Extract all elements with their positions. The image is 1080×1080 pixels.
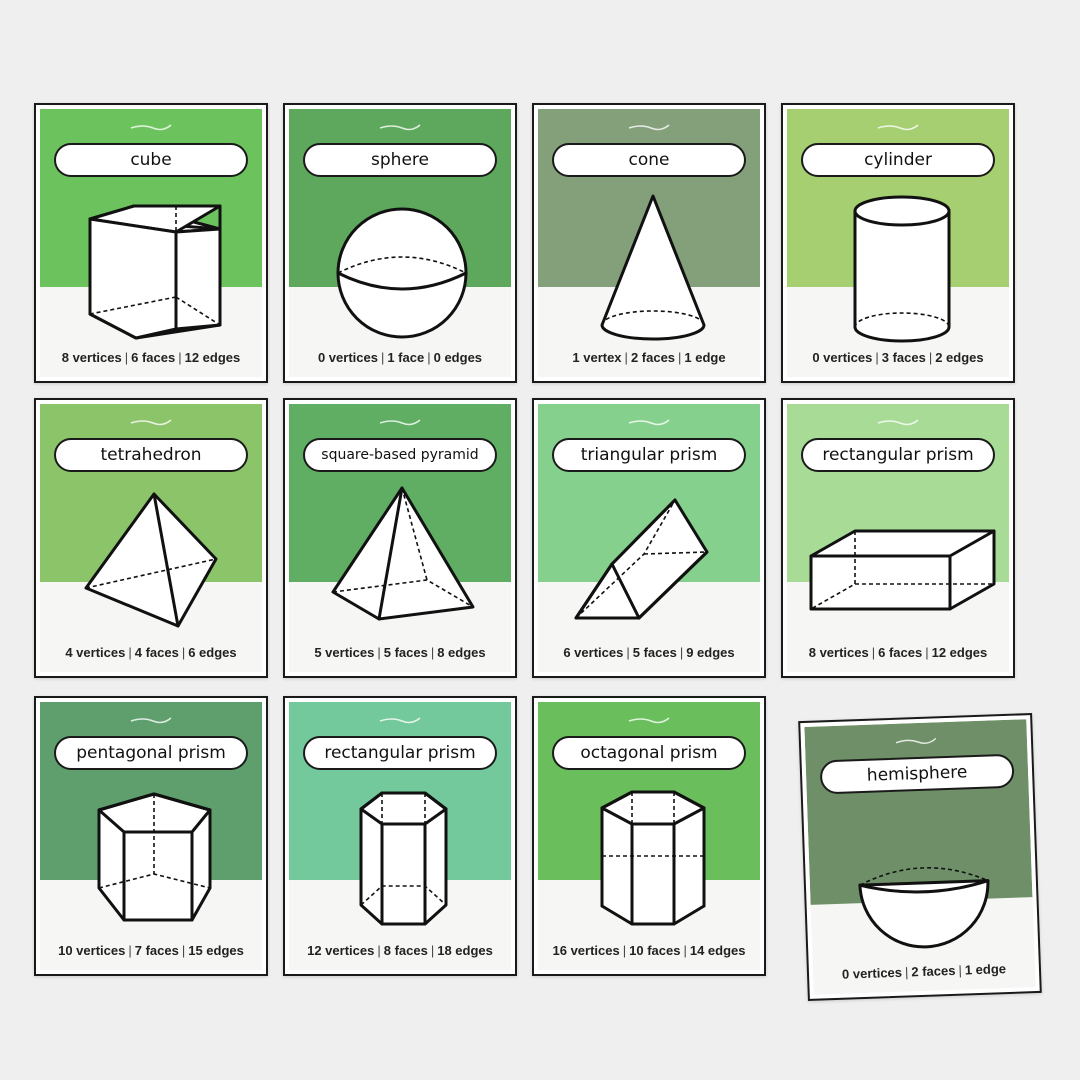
card-cube: cube 8 vertices|6 faces|12 edges	[34, 103, 268, 383]
card-sphere: sphere 0 vertices|1 face|0 edges	[283, 103, 517, 383]
card-title: triangular prism	[552, 438, 746, 472]
card-stats: 6 vertices|5 faces|9 edges	[563, 645, 735, 660]
swoosh-decoration	[130, 124, 172, 131]
card-stats: 10 vertices|7 faces|15 edges	[58, 943, 244, 958]
pyramid-icon	[331, 486, 475, 621]
card-title: pentagonal prism	[54, 736, 248, 770]
card-tetrahedron: tetrahedron 4 vertices|4 faces|6 edges	[34, 398, 268, 678]
card-title: cube	[54, 143, 248, 177]
swoosh-decoration	[895, 737, 937, 744]
tetrahedron-icon	[84, 492, 218, 628]
swoosh-decoration	[379, 717, 421, 724]
rectangular-prism-icon	[809, 529, 996, 611]
card-stats: 4 vertices|4 faces|6 edges	[65, 645, 237, 660]
card-stats: 8 vertices|6 faces|12 edges	[61, 350, 241, 365]
card-triangular-prism: triangular prism 6 vertices|5 faces|9 ed…	[532, 398, 766, 678]
octagonal-prism-icon	[600, 790, 706, 926]
card-hemisphere: hemisphere 0 vertices|2 faces|1 edge	[798, 713, 1042, 1001]
card-square-based-pyramid: square-based pyramid 5 vertices|5 faces|…	[283, 398, 517, 678]
card-stats: 0 vertices|1 face|0 edges	[317, 350, 483, 365]
card-pentagonal-prism: pentagonal prism 10 vertices|7 faces|15 …	[34, 696, 268, 976]
swoosh-decoration	[628, 717, 670, 724]
card-cylinder: cylinder 0 vertices|3 faces|2 edges	[781, 103, 1015, 383]
swoosh-decoration	[628, 124, 670, 131]
card-title: cone	[552, 143, 746, 177]
card-title: sphere	[303, 143, 497, 177]
card-stats: 5 vertices|5 faces|8 edges	[314, 645, 486, 660]
card-stats: 12 vertices|8 faces|18 edges	[307, 943, 493, 958]
hemisphere-icon	[858, 867, 990, 949]
card-title: cylinder	[801, 143, 995, 177]
cube-icon	[88, 204, 222, 340]
card-stats: 1 vertex|2 faces|1 edge	[572, 350, 726, 365]
card-title: rectangular prism	[801, 438, 995, 472]
swoosh-decoration	[379, 419, 421, 426]
cylinder-icon	[853, 195, 951, 343]
card-stats: 8 vertices|6 faces|12 edges	[808, 645, 988, 660]
card-rectangular-prism: rectangular prism 8 vertices|6 faces|12 …	[781, 398, 1015, 678]
card-title: tetrahedron	[54, 438, 248, 472]
card-title: octagonal prism	[552, 736, 746, 770]
cone-icon	[600, 194, 706, 341]
card-hexagonal-prism: rectangular prism 12 vertices|8 faces|18…	[283, 696, 517, 976]
swoosh-decoration	[130, 717, 172, 724]
swoosh-decoration	[877, 124, 919, 131]
card-stats: 0 vertices|3 faces|2 edges	[812, 350, 984, 365]
pentagonal-prism-icon	[97, 792, 212, 922]
triangular-prism-icon	[574, 498, 709, 620]
swoosh-decoration	[628, 419, 670, 426]
card-title: square-based pyramid	[303, 438, 497, 472]
card-title: rectangular prism	[303, 736, 497, 770]
swoosh-decoration	[877, 419, 919, 426]
card-stats: 16 vertices|10 faces|14 edges	[552, 943, 746, 958]
swoosh-decoration	[130, 419, 172, 426]
sphere-icon	[336, 207, 468, 339]
swoosh-decoration	[379, 124, 421, 131]
hexagonal-prism-icon	[359, 791, 448, 926]
card-cone: cone 1 vertex|2 faces|1 edge	[532, 103, 766, 383]
card-octagonal-prism: octagonal prism 16 vertices|10 faces|14 …	[532, 696, 766, 976]
